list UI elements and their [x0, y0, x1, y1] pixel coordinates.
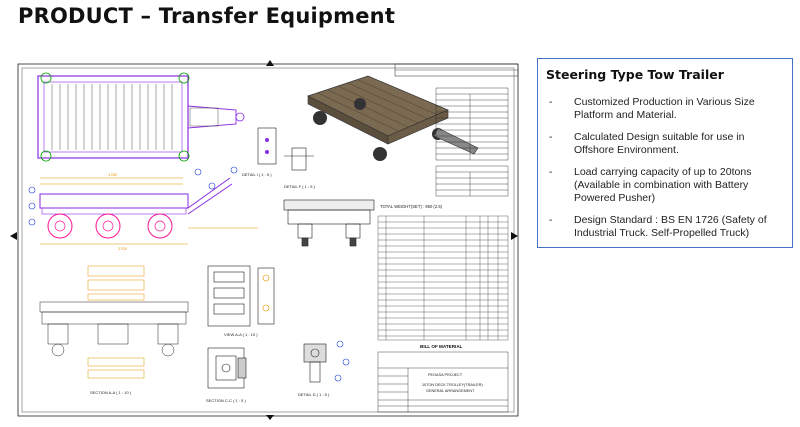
title-block-project: PEGASA PROJECT [428, 373, 463, 377]
product-info-panel: Steering Type Tow Trailer - Customized Pr… [537, 58, 793, 248]
section-a-a [39, 265, 189, 379]
dimension-side: 2700 [118, 246, 128, 251]
bullet-dash-icon: - [549, 96, 553, 108]
feature-list: - Customized Production in Various Size P… [546, 96, 784, 240]
bullet-dash-icon: - [549, 131, 553, 143]
sheet-inner-border [21, 67, 515, 413]
left-arrow-icon [10, 232, 17, 240]
feature-item: - Calculated Design suitable for use in O… [546, 131, 784, 157]
feature-text: Load carrying capacity of up to 20tons (… [574, 166, 752, 204]
detail-views-top [257, 127, 314, 171]
feature-item: - Customized Production in Various Size P… [546, 96, 784, 122]
iso-view-trailer [307, 75, 479, 161]
feature-item: - Design Standard : BS EN 1726 (Safety of… [546, 214, 784, 240]
detail-d [303, 343, 327, 383]
feature-text: Design Standard : BS EN 1726 (Safety of … [574, 214, 767, 239]
detail-label-f: DETAIL F ( 1 : 5 ) [284, 184, 316, 189]
title-block [377, 351, 509, 413]
detail-label-d: DETAIL D ( 1 : 5 ) [298, 392, 330, 397]
callout-bubbles [28, 166, 350, 382]
view-a-a [207, 265, 275, 327]
dimension-top: 1780 [108, 172, 118, 177]
feature-text: Customized Production in Various Size Pl… [574, 96, 755, 121]
feature-text: Calculated Design suitable for use in Of… [574, 131, 745, 156]
weight-note: TOTAL WEIGHT(SET) : 950 (2.5) [380, 204, 443, 209]
panel-heading: Steering Type Tow Trailer [546, 67, 724, 82]
section-label-c: SECTION C-C ( 1 : 5 ) [206, 398, 246, 403]
bullet-dash-icon: - [549, 214, 553, 226]
top-view-platform [37, 72, 245, 162]
bom-table [377, 215, 509, 341]
bom-title: BILL OF MATERIAL [420, 344, 463, 349]
feature-item: - Load carrying capacity of up to 20tons … [546, 166, 784, 205]
section-c-c [207, 347, 247, 389]
title-block-product: 10TON DECK TROLLEY(TRAILER) [422, 383, 483, 387]
top-arrow-icon [266, 60, 274, 66]
bullet-dash-icon: - [549, 166, 553, 178]
title-block-arrangement: GENERAL ARRANGEMENT [426, 389, 475, 393]
spec-table [435, 87, 509, 197]
end-view [283, 199, 375, 247]
side-elevation: 1780 2700 [39, 172, 258, 251]
view-label-a-a: VIEW A-A ( 1 : 10 ) [224, 332, 258, 337]
bottom-arrow-icon [266, 415, 274, 420]
engineering-drawing: DETAIL I ( 1 : 5 ) DETAIL F ( 1 : 5 ) [8, 58, 520, 423]
right-arrow-icon [511, 232, 518, 240]
detail-label-i: DETAIL I ( 1 : 5 ) [242, 172, 272, 177]
page-title: PRODUCT – Transfer Equipment [18, 4, 396, 28]
section-label-a: SECTION A-A ( 1 : 10 ) [90, 390, 132, 395]
